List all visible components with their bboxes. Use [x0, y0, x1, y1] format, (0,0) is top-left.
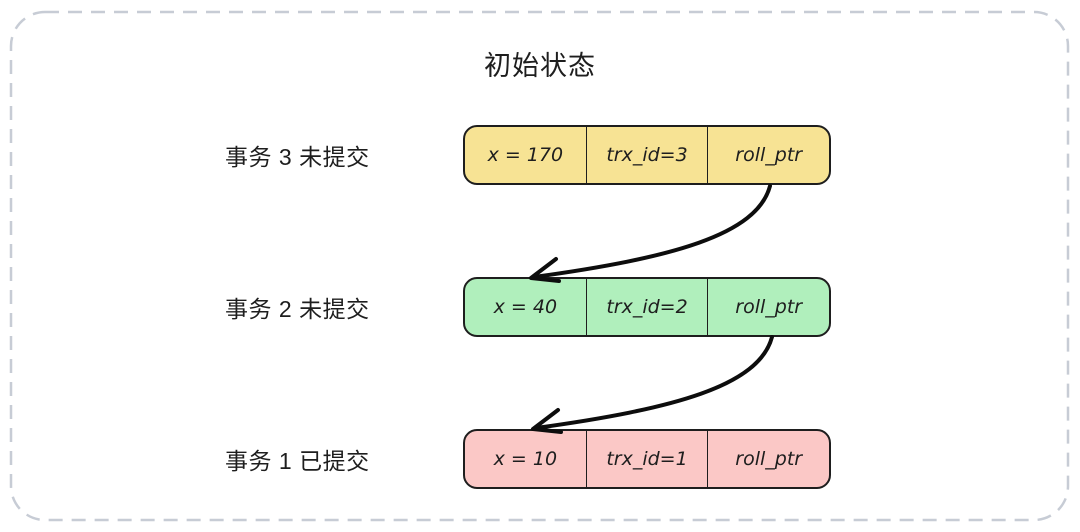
cell-value: x = 10	[465, 431, 587, 487]
cell-value: x = 40	[465, 279, 587, 335]
roll-ptr-arrow-2-to-1	[531, 335, 774, 434]
cell-roll-ptr: roll_ptr	[735, 296, 803, 318]
roll-ptr-arrow-3-to-2	[529, 184, 772, 283]
cell-trx-id: trx_id=3	[587, 127, 709, 183]
cell-trx-id: trx_id=2	[587, 279, 709, 335]
cell-roll-ptr: roll_ptr	[735, 144, 803, 166]
row-label-trx1: 事务 1 已提交	[225, 448, 370, 474]
diagram-title: 初始状态	[484, 51, 596, 81]
record-box-trx3: x = 170 trx_id=3 roll_ptr	[463, 125, 831, 185]
cell-trx-id: trx_id=1	[587, 431, 709, 487]
record-box-trx1: x = 10 trx_id=1 roll_ptr	[463, 429, 831, 489]
cell-value: x = 170	[465, 127, 587, 183]
cell-roll-ptr: roll_ptr	[735, 448, 803, 470]
record-box-trx2: x = 40 trx_id=2 roll_ptr	[463, 277, 831, 337]
row-label-trx3: 事务 3 未提交	[225, 144, 370, 170]
row-label-trx2: 事务 2 未提交	[225, 296, 370, 322]
